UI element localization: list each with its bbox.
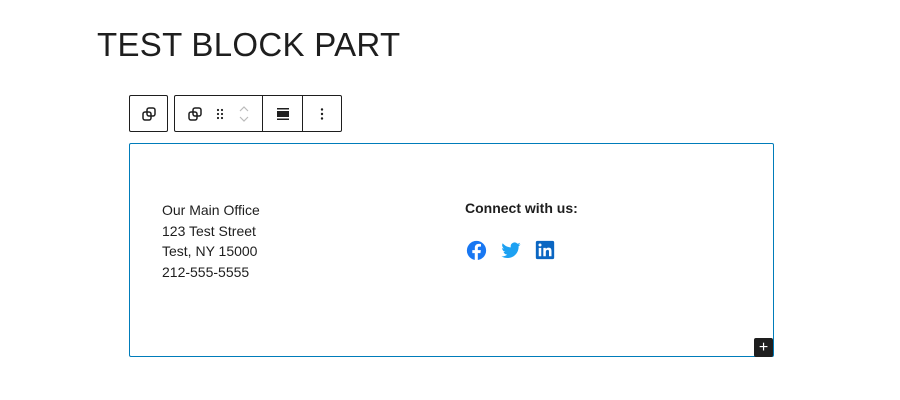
linkedin-icon[interactable]	[535, 240, 555, 260]
plus-icon: +	[758, 338, 769, 356]
more-vertical-icon	[320, 107, 324, 120]
address-line: 123 Test Street	[162, 222, 256, 239]
chevron-up-icon[interactable]	[238, 104, 250, 114]
address: Our Main Office 123 Test Street Test, NY…	[162, 200, 260, 282]
add-block-button[interactable]: +	[754, 338, 773, 357]
page-title: TEST BLOCK PART	[97, 26, 401, 63]
parent-block-toolbar	[129, 95, 168, 132]
phone: 212-555-5555	[162, 263, 250, 280]
move-buttons[interactable]	[225, 96, 262, 131]
drag-icon	[216, 108, 224, 119]
align-full-icon	[276, 107, 289, 120]
duplicate-icon	[188, 106, 202, 121]
block-toolbar	[174, 95, 342, 132]
connect-heading: Connect with us:	[465, 200, 578, 216]
facebook-icon[interactable]	[466, 240, 487, 261]
more-options-button[interactable]	[302, 96, 341, 131]
social-links	[466, 240, 555, 261]
chevron-down-icon[interactable]	[238, 114, 250, 124]
drag-handle[interactable]	[215, 96, 225, 131]
select-parent-button[interactable]	[130, 96, 167, 131]
twitter-icon[interactable]	[500, 240, 522, 261]
address-line: Test, NY 15000	[162, 243, 258, 259]
align-button[interactable]	[262, 96, 302, 131]
duplicate-icon	[141, 106, 156, 121]
block-type-button[interactable]	[175, 96, 215, 131]
address-line: Our Main Office	[162, 202, 260, 218]
selected-block[interactable]: Our Main Office 123 Test Street Test, NY…	[129, 143, 774, 357]
